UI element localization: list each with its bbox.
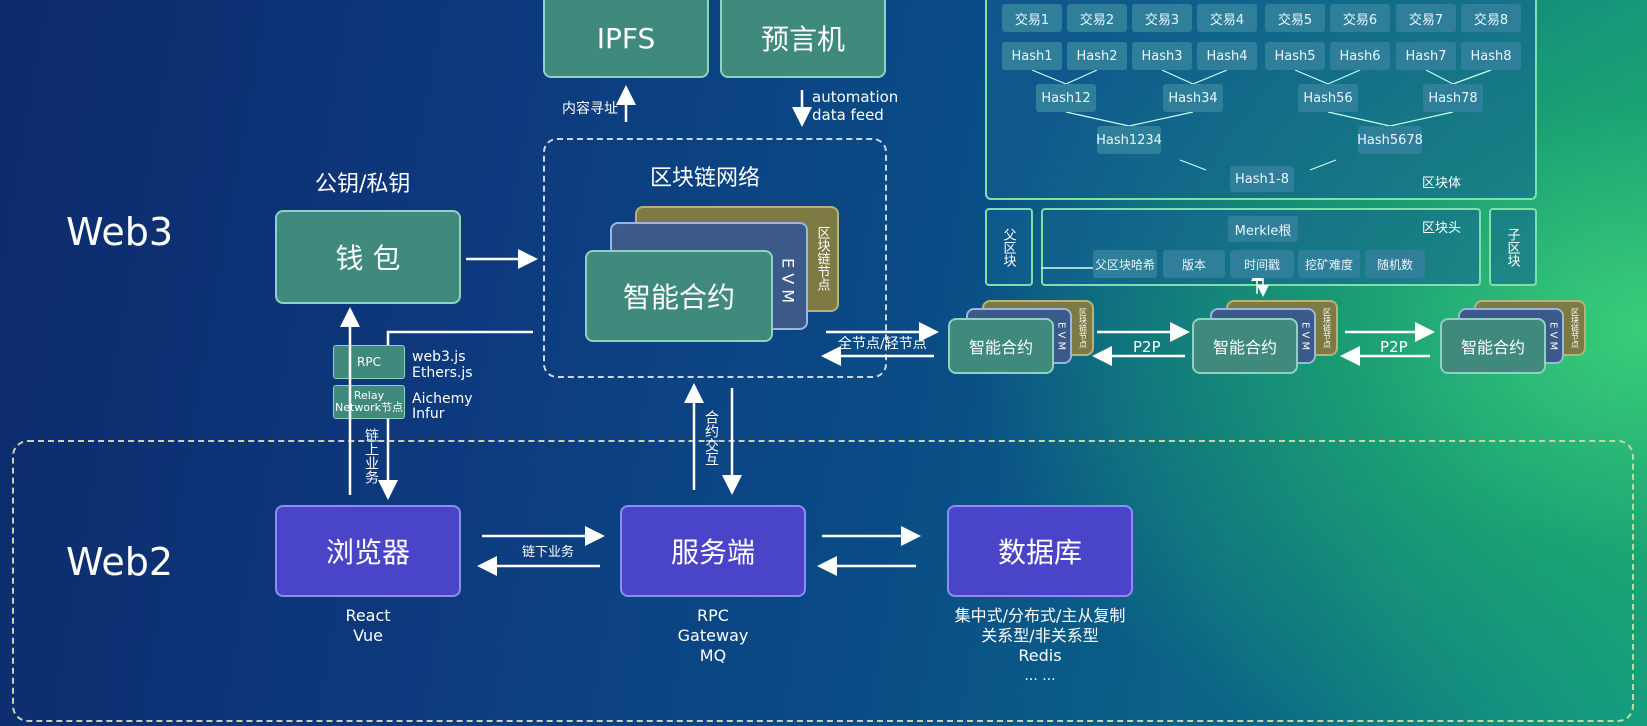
leaf-hash-cell: Hash4 [1197, 42, 1257, 70]
level2-hash-cell: Hash56 [1298, 84, 1358, 112]
leaf-hash-cell: Hash6 [1330, 42, 1390, 70]
p2p-label-1: P2P [1133, 338, 1161, 356]
offchain-label: 链下业务 [522, 545, 575, 560]
keys-label: 公钥/私钥 [315, 172, 411, 197]
node-contract-box: 智能合约 [1192, 318, 1298, 374]
header-field-cell: 随机数 [1365, 250, 1425, 278]
leaf-hash-cell: Hash8 [1461, 42, 1521, 70]
automation-label: automation [812, 88, 899, 106]
row-label-web2: Web2 [66, 540, 174, 584]
merkle-root-hash: Hash1-8 [1230, 166, 1294, 192]
wallet-box: 钱 包 [275, 210, 461, 304]
node-contract-label: 智能合约 [1212, 338, 1277, 357]
block-header-label: 区块头 [1422, 221, 1462, 236]
wallet-label: 钱 包 [335, 242, 401, 275]
node-contract-box: 智能合约 [1440, 318, 1546, 374]
transaction-cell: 交易8 [1461, 4, 1521, 32]
server-tech-gateway: Gateway [677, 626, 749, 645]
level2-hash-cell: Hash34 [1163, 84, 1223, 112]
merkle-root-field: Merkle根 [1228, 216, 1298, 242]
network-contract-label: 智能合约 [622, 281, 735, 314]
database-box: 数据库 [947, 505, 1133, 597]
leaf-hash-cell: Hash1 [1002, 42, 1062, 70]
line-network-rpc [386, 330, 533, 345]
browser-box: 浏览器 [275, 505, 461, 597]
transaction-cell: 交易4 [1197, 4, 1257, 32]
header-field-cell: 时间戳 [1230, 250, 1294, 278]
network-contract-box: 智能合约 [585, 250, 773, 342]
transaction-cell: 交易7 [1396, 4, 1456, 32]
node-evm-label: E V M [1547, 321, 1559, 351]
oracle-label: 预言机 [760, 23, 845, 56]
level2-hash-cell: Hash12 [1036, 84, 1096, 112]
parent-block-label: 父区块 [1000, 227, 1016, 267]
ipfs-box: IPFS [543, 0, 709, 78]
network-evm-label: E V M [778, 258, 798, 304]
leaf-hash-cell: Hash2 [1067, 42, 1127, 70]
leaf-hash-cell: Hash3 [1132, 42, 1192, 70]
full-light-node-label: 全节点/轻节点 [838, 336, 927, 352]
contract-interaction-label: 合约交互 [703, 410, 719, 466]
web2-frame [12, 440, 1634, 722]
blockchain-network-title: 区块链网络 [650, 166, 761, 191]
server-label: 服务端 [670, 536, 755, 569]
header-field-cell: 父区块哈希 [1093, 250, 1157, 278]
node-contract-label: 智能合约 [1460, 338, 1525, 357]
block-body-label: 区块体 [1422, 176, 1462, 191]
network-node-label: 区块链节点 [814, 225, 830, 291]
server-tech-rpc: RPC [697, 606, 729, 625]
blockchain-network-frame [543, 138, 887, 378]
content-addressing-label: 内容寻址 [562, 101, 618, 117]
ipfs-label: IPFS [596, 21, 656, 55]
node-chain-label: 区块链节点 [1078, 308, 1088, 348]
rpc-label: RPC [357, 355, 381, 369]
transaction-cell: 交易1 [1002, 4, 1062, 32]
transaction-cell: 交易3 [1132, 4, 1192, 32]
node-evm-label: E V M [1055, 321, 1067, 351]
db-tech-1: 集中式/分布式/主从复制 [954, 606, 1126, 625]
node-chain-label: 区块链节点 [1322, 308, 1332, 348]
header-field-cell: 挖矿难度 [1298, 250, 1360, 278]
browser-tech-vue: Vue [353, 626, 383, 645]
db-tech-2: 关系型/非关系型 [981, 626, 1099, 645]
child-block [1489, 208, 1537, 286]
rpc-box: RPC [333, 345, 405, 379]
db-tech-4: ... ... [1024, 668, 1056, 684]
leaf-hash-cell: Hash5 [1265, 42, 1325, 70]
level3-hash-cell: Hash1234 [1096, 126, 1162, 154]
onchain-label: 链上业务 [363, 428, 379, 484]
oracle-box: 预言机 [720, 0, 886, 78]
relay-box: Relay Network节点 [333, 385, 405, 419]
node-chain-label: 区块链节点 [1570, 308, 1580, 348]
browser-label: 浏览器 [325, 536, 410, 569]
header-field-cell: 版本 [1163, 250, 1225, 278]
level3-hash-cell: Hash5678 [1357, 126, 1423, 154]
lib-web3js: web3.js [412, 349, 466, 365]
transaction-cell: 交易5 [1265, 4, 1325, 32]
p2p-label-2: P2P [1380, 338, 1408, 356]
relay-label: Relay Network节点 [335, 389, 403, 414]
leaf-hash-cell: Hash7 [1396, 42, 1456, 70]
transaction-cell: 交易6 [1330, 4, 1390, 32]
browser-tech-react: React [345, 606, 391, 625]
lib-ethersjs: Ethers.js [412, 365, 473, 381]
database-label: 数据库 [997, 536, 1082, 569]
node-evm-label: E V M [1299, 321, 1311, 351]
row-label-web3: Web3 [66, 210, 174, 254]
server-tech-mq: MQ [699, 646, 727, 665]
child-block-label: 子区块 [1504, 227, 1520, 267]
data-feed-label: data feed [812, 106, 884, 124]
node-contract-box: 智能合约 [948, 318, 1054, 374]
level2-hash-cell: Hash78 [1423, 84, 1483, 112]
node-contract-label: 智能合约 [968, 338, 1033, 357]
parent-block [985, 208, 1033, 286]
provider-infur: Infur [412, 406, 445, 422]
provider-aichemy: Aichemy [412, 391, 473, 407]
db-tech-3: Redis [1018, 646, 1062, 665]
server-box: 服务端 [620, 505, 806, 597]
transaction-cell: 交易2 [1067, 4, 1127, 32]
